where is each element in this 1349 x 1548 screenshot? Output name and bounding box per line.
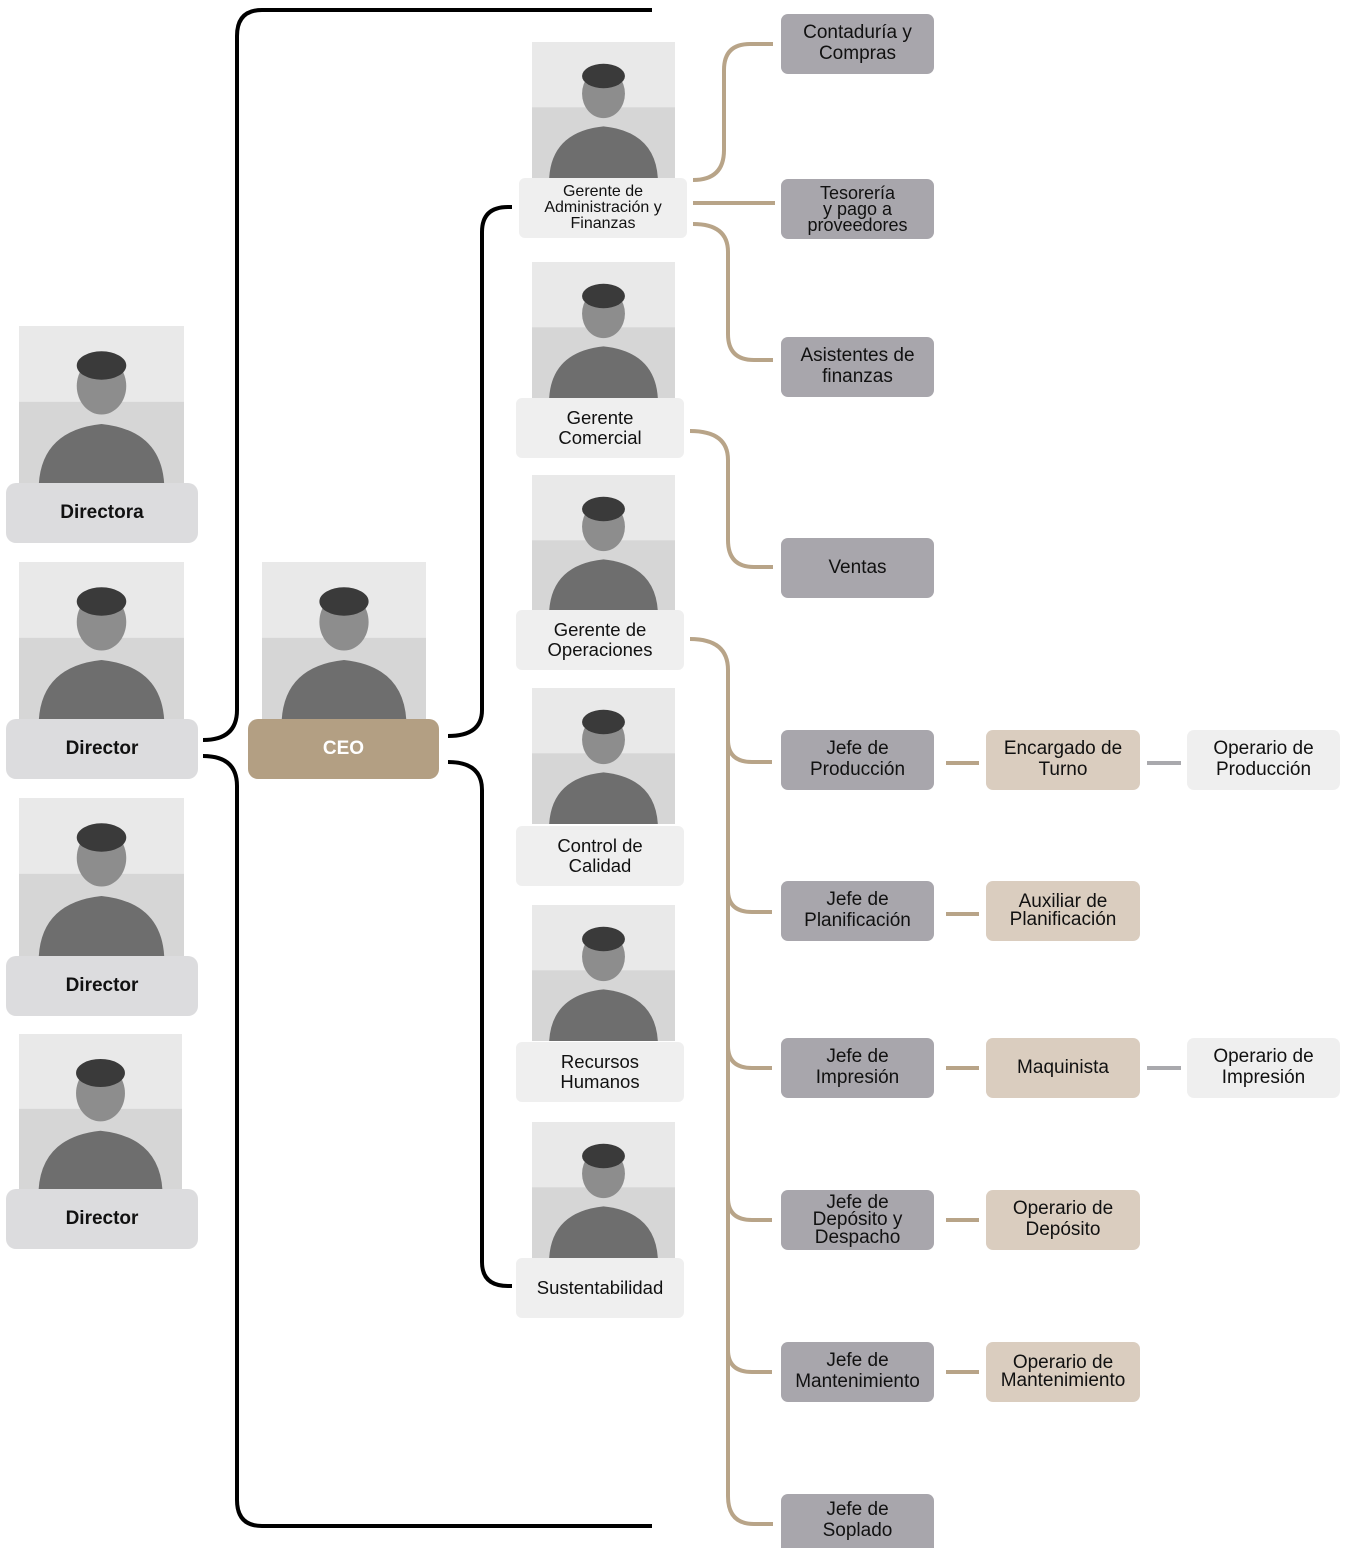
operations-branch-impresion bbox=[726, 1045, 772, 1070]
manager-3-photo bbox=[532, 688, 675, 824]
operations-branch-deposito bbox=[726, 1197, 772, 1222]
unit-tesoreria: Tesorería y pago a proveedores bbox=[781, 179, 934, 239]
manager-comercial: Gerente Comercial bbox=[516, 398, 684, 458]
operations-branch-mantenimiento bbox=[726, 1349, 772, 1374]
jefe-mantenimiento: Jefe de Mantenimiento bbox=[781, 1342, 934, 1402]
board-3-photo bbox=[19, 1034, 182, 1190]
jefe-soplado: Jefe de Soplado bbox=[781, 1494, 934, 1548]
operario-deposito: Operario de Depósito bbox=[986, 1190, 1140, 1250]
finance-connector-contaduria bbox=[692, 42, 773, 182]
board-connector-upper bbox=[202, 8, 652, 742]
ceo-connector-lower bbox=[447, 760, 512, 1288]
operario-mantenimiento: Operario de Mantenimiento bbox=[986, 1342, 1140, 1402]
encargado-turno: Encargado de Turno bbox=[986, 730, 1140, 790]
board-role-director-1: Director bbox=[6, 719, 198, 779]
manager-1-photo bbox=[532, 262, 675, 398]
unit-contaduria-compras: Contaduría y Compras bbox=[781, 14, 934, 74]
operario-impresion: Operario de Impresión bbox=[1187, 1038, 1340, 1098]
unit-asistentes-finanzas: Asistentes de finanzas bbox=[781, 337, 934, 397]
manager-sustentabilidad: Sustentabilidad bbox=[516, 1258, 684, 1318]
board-0-photo bbox=[19, 326, 184, 484]
board-2-photo bbox=[19, 798, 184, 956]
manager-2-photo bbox=[532, 475, 675, 611]
manager-recursos-humanos: Recursos Humanos bbox=[516, 1042, 684, 1102]
operations-connector-trunk bbox=[689, 637, 773, 1526]
board-connector-lower bbox=[202, 754, 652, 1528]
operations-branch-produccion bbox=[726, 739, 772, 764]
jefe-deposito-despacho: Jefe de Depósito y Despacho bbox=[781, 1190, 934, 1250]
manager-5-photo bbox=[532, 1122, 675, 1258]
finance-connector-asistentes bbox=[692, 222, 773, 362]
jefe-impresion: Jefe de Impresión bbox=[781, 1038, 934, 1098]
operario-produccion: Operario de Producción bbox=[1187, 730, 1340, 790]
jefe-planificacion: Jefe de Planificación bbox=[781, 881, 934, 941]
board-role-director-3: Director bbox=[6, 1189, 198, 1249]
board-1-photo bbox=[19, 562, 184, 720]
manager-administracion-finanzas: Gerente de Administración y Finanzas bbox=[519, 178, 687, 238]
board-role-directora: Directora bbox=[6, 483, 198, 543]
jefe-produccion: Jefe de Producción bbox=[781, 730, 934, 790]
maquinista: Maquinista bbox=[986, 1038, 1140, 1098]
manager-control-calidad: Control de Calidad bbox=[516, 826, 684, 886]
unit-ventas: Ventas bbox=[781, 538, 934, 598]
auxiliar-planificacion: Auxiliar de Planificación bbox=[986, 881, 1140, 941]
ceo-box: CEO bbox=[248, 719, 439, 779]
manager-0-photo bbox=[532, 42, 675, 178]
commercial-connector-ventas bbox=[689, 429, 773, 569]
manager-operaciones: Gerente de Operaciones bbox=[516, 610, 684, 670]
manager-4-photo bbox=[532, 905, 675, 1041]
board-role-director-2: Director bbox=[6, 956, 198, 1016]
ceo-photo bbox=[262, 562, 426, 720]
operations-branch-planificacion bbox=[726, 889, 772, 914]
ceo-connector-upper bbox=[447, 205, 512, 738]
